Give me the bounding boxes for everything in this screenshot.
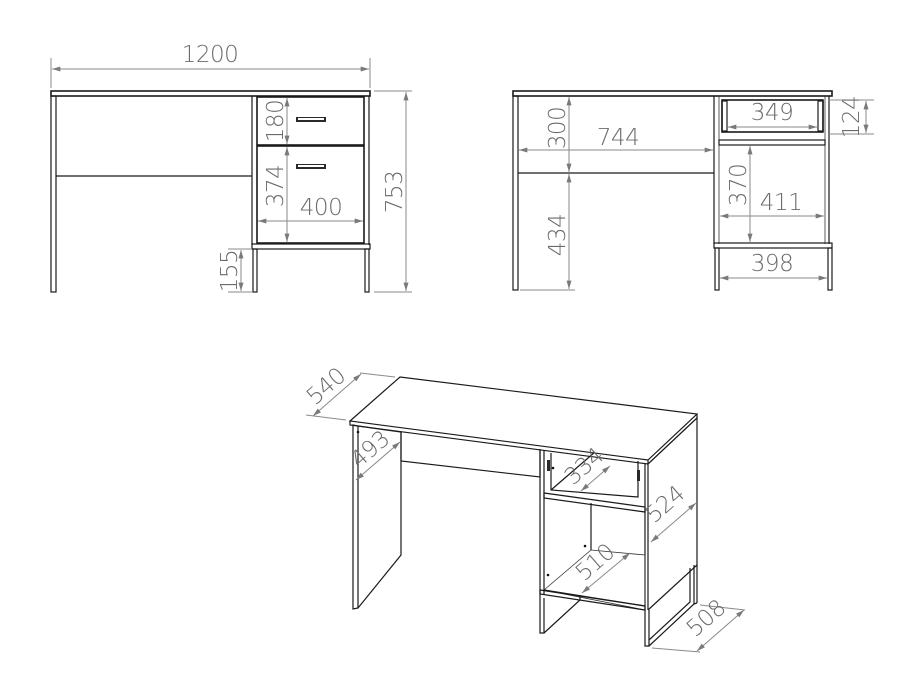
dim-bottom-drawer-height: 374	[263, 165, 289, 207]
iso-modesty-panel	[400, 432, 541, 478]
drawer-runner-right-icon	[817, 100, 824, 132]
left-side-panel-open	[512, 95, 519, 291]
dim-overall-depth: 540	[302, 363, 351, 410]
left-side-panel	[50, 95, 57, 293]
metal-leg-right	[364, 248, 370, 293]
dim-knee-space-width: 744	[597, 125, 639, 151]
dim-drawer-width: 400	[300, 195, 342, 221]
base-rail	[251, 243, 371, 250]
metal-leg-left	[252, 248, 258, 293]
dim-modesty-panel-height: 300	[545, 107, 571, 149]
top-drawer	[256, 96, 365, 146]
front-view: 1200 753 180 374 400 155	[50, 42, 412, 293]
iso-bottom-shelf	[543, 549, 646, 611]
drawer-runner-left-icon	[721, 100, 728, 132]
desktop-top-open	[512, 90, 833, 97]
desktop-top	[50, 90, 371, 97]
dim-overall-width: 1200	[182, 42, 239, 68]
dim-drawer-inner-height: 124	[839, 96, 865, 138]
dim-drawer-inner-width: 349	[751, 100, 793, 126]
metal-leg-left-open	[714, 247, 720, 291]
bottom-drawer-handle-icon	[296, 164, 326, 169]
iso-right-side-panel	[647, 416, 698, 611]
bottom-drawer	[256, 145, 365, 244]
iso-drawer-runner-icon	[547, 460, 640, 481]
dim-leg-span: 398	[751, 251, 793, 277]
dim-leg-height: 155	[217, 250, 243, 292]
top-drawer-handle-icon	[296, 117, 326, 122]
dim-drawer-depth: 334	[560, 443, 609, 490]
dim-cabinet-inner-width: 411	[760, 190, 802, 216]
base-rail-open	[713, 242, 833, 249]
iso-shelf	[543, 492, 646, 513]
cabinet-shelf-open	[718, 139, 826, 146]
dim-shelf-depth: 510	[571, 539, 620, 586]
front-view-open: 744 300 434 349 124 370 411 398	[512, 90, 874, 291]
dim-top-drawer-height: 180	[263, 100, 289, 142]
iso-metal-sled-legs	[539, 565, 698, 647]
dim-cabinet-inner-height: 370	[726, 164, 752, 206]
isometric-view: 540 493 334 524 510 508	[302, 363, 746, 653]
metal-leg-right-open	[827, 247, 833, 291]
dim-overall-height: 753	[382, 171, 408, 213]
dim-lower-clearance: 434	[545, 214, 571, 256]
